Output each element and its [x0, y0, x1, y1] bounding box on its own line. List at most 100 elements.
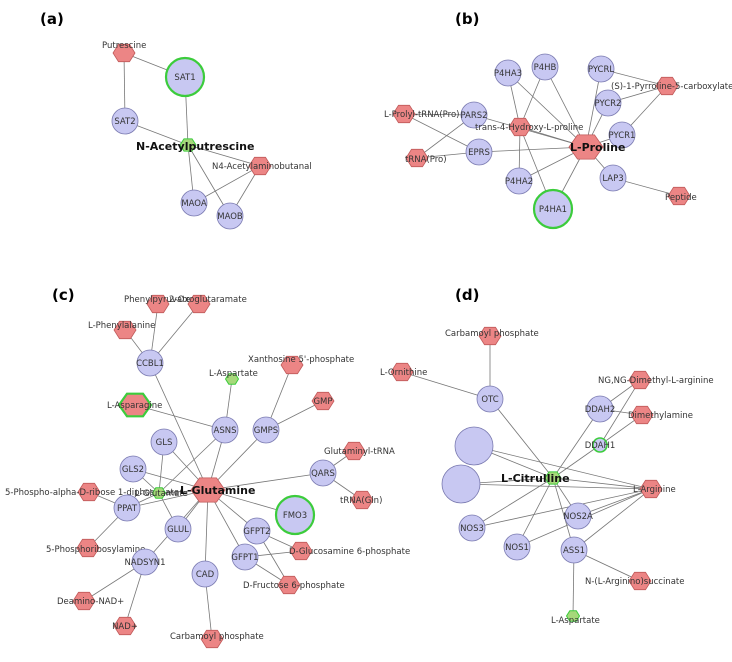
node-nacetyl[interactable]: N-Acetylputrescine — [136, 138, 254, 153]
edge-asns-lasn — [134, 404, 226, 431]
node-lasp-d[interactable]: L-Aspartate — [551, 610, 600, 626]
node-lproline[interactable]: L-Proline — [568, 134, 625, 160]
edge-lcit-larg — [552, 477, 652, 490]
node-carbp-d[interactable]: Carbamoyl phosphate — [445, 326, 539, 346]
metabolite-hexagon — [628, 370, 652, 390]
node-label: Putrescine — [102, 41, 146, 51]
node-nad[interactable]: NAD+ — [112, 616, 138, 636]
edge-prolyltrna-eprs — [403, 113, 480, 153]
node-argsucc[interactable]: N-(L-Arginino)succinate — [585, 571, 684, 591]
node-label: EPRS — [468, 148, 490, 158]
node-p4ha2[interactable]: P4HA2 — [505, 167, 533, 195]
node-nadsyn1[interactable]: NADSYN1 — [124, 548, 166, 576]
node-pyrroline[interactable]: (S)-1-Pyrroline-5-carboxylate — [611, 76, 732, 96]
node-eprs[interactable]: EPRS — [465, 138, 493, 166]
node-maoa[interactable]: MAOA — [180, 189, 208, 217]
node-ccbl1[interactable]: CCBL1 — [136, 349, 164, 377]
node-lasp[interactable]: L-Aspartate — [209, 369, 258, 385]
node-pars2[interactable]: PARS2 — [460, 101, 488, 129]
node-glntrna[interactable]: Glutaminyl-tRNA — [324, 441, 395, 461]
node-fmo3[interactable]: FMO3 — [274, 494, 316, 536]
metabolite-hexagon — [113, 320, 137, 340]
node-unl1[interactable] — [454, 426, 494, 466]
node-p4ha3[interactable]: P4HA3 — [494, 59, 522, 87]
protein-circle — [211, 416, 239, 444]
node-label: GLS2 — [122, 465, 144, 475]
node-n4[interactable]: N4-Acetylaminobutanal — [212, 156, 312, 176]
node-label: GMP — [313, 397, 332, 407]
metabolite-hexagon — [508, 117, 532, 137]
node-label: NG,NG-Dimethyl-L-arginine — [598, 376, 714, 386]
node-gmps[interactable]: GMPS — [252, 416, 280, 444]
node-lorn[interactable]: L-Ornithine — [380, 362, 427, 382]
node-trnapro[interactable]: tRNA(Pro) — [405, 148, 447, 168]
node-nos2a[interactable]: NOS2A — [563, 502, 593, 530]
metabolite-hexagon — [630, 405, 654, 425]
node-larg[interactable]: L-Arginine — [633, 479, 676, 499]
metabolite-hexagon — [112, 43, 136, 63]
node-deamnad[interactable]: Deamino-NAD+ — [57, 591, 124, 611]
node-lcit[interactable]: L-Citrulline — [501, 471, 570, 485]
edge-lgln-ccbl1 — [149, 362, 209, 491]
protein-circle — [503, 533, 531, 561]
node-gls2[interactable]: GLS2 — [119, 455, 147, 483]
node-fru6p[interactable]: D-Fructose 6-phosphate — [243, 575, 345, 595]
node-pycr1[interactable]: PYCR1 — [609, 121, 636, 149]
node-carbp-c[interactable]: Carbamoyl phosphate — [170, 629, 264, 649]
node-gls[interactable]: GLS — [150, 428, 178, 456]
node-gfpt2[interactable]: GFPT2 — [243, 517, 271, 545]
node-ddah2[interactable]: DDAH2 — [585, 395, 616, 423]
node-phepyr[interactable]: Phenylpyruvate — [124, 294, 191, 314]
node-p4hb[interactable]: P4HB — [531, 53, 559, 81]
node-qars[interactable]: QARS — [309, 459, 337, 487]
edge-larg-ass1 — [573, 488, 652, 551]
node-cad[interactable]: CAD — [191, 560, 219, 588]
metabolite-hexagon — [628, 571, 652, 591]
node-glcn6p[interactable]: D-Glucosamine 6-phosphate — [289, 541, 410, 561]
node-unl2[interactable] — [441, 464, 481, 504]
node-label: NOS1 — [505, 543, 529, 553]
node-ngng[interactable]: NG,NG-Dimethyl-L-arginine — [598, 370, 714, 390]
node-ass1[interactable]: ASS1 — [560, 536, 588, 564]
node-maob[interactable]: MAOB — [216, 202, 244, 230]
node-lglu[interactable]: L-Glutamate — [135, 487, 188, 499]
node-lasn[interactable]: L-Asparagine — [107, 392, 162, 418]
node-asns[interactable]: ASNS — [211, 416, 239, 444]
node-sat2[interactable]: SAT2 — [111, 107, 139, 135]
node-ddah1[interactable]: DDAH1 — [585, 437, 616, 453]
node-lgln[interactable]: L-Glutamine — [180, 477, 255, 503]
node-lap3[interactable]: LAP3 — [599, 164, 627, 192]
node-ppat[interactable]: PPAT — [113, 494, 141, 522]
node-pycr2[interactable]: PYCR2 — [595, 89, 622, 117]
node-otc[interactable]: OTC — [476, 385, 504, 413]
node-label: GMPS — [254, 426, 278, 436]
node-nos1[interactable]: NOS1 — [503, 533, 531, 561]
node-gmp[interactable]: GMP — [311, 391, 335, 411]
node-putrescine[interactable]: Putrescine — [102, 41, 146, 63]
node-pycrl[interactable]: PYCRL — [587, 55, 615, 83]
node-hydroxy[interactable]: trans-4-Hydroxy-L-proline — [475, 117, 583, 137]
node-xanth[interactable]: Xanthosine 5'-phosphate — [248, 355, 354, 375]
node-prpp[interactable]: 5-Phospho-alpha-D-ribose 1-diphosphate — [5, 482, 179, 502]
node-gfpt1[interactable]: GFPT1 — [231, 543, 259, 571]
node-peptide[interactable]: Peptide — [665, 186, 697, 206]
node-lphe[interactable]: L-Phenylalanine — [88, 320, 155, 340]
node-label: D-Fructose 6-phosphate — [243, 581, 345, 591]
node-sat1[interactable]: SAT1 — [164, 56, 206, 98]
panel-label: (a) — [40, 10, 64, 28]
node-oxoglut[interactable]: 2-Oxoglutaramate — [169, 294, 247, 314]
protein-circle — [441, 464, 481, 504]
node-dimeth[interactable]: Dimethylamine — [628, 405, 693, 425]
node-label: MAOA — [181, 199, 207, 209]
node-prolyltrna[interactable]: L-Prolyl-tRNA(Pro) — [384, 104, 460, 124]
node-prba[interactable]: 5-Phosphoribosylamine — [46, 538, 145, 558]
node-nos3[interactable]: NOS3 — [458, 514, 486, 542]
node-label: MAOB — [217, 212, 243, 222]
node-glul[interactable]: GLUL — [164, 515, 192, 543]
protein-circle — [564, 502, 592, 530]
protein-circle — [586, 395, 614, 423]
node-label: SAT1 — [174, 73, 195, 83]
node-p4ha1[interactable]: P4HA1 — [532, 188, 574, 230]
node-trnagln[interactable]: tRNA(Gln) — [340, 490, 382, 510]
node-label: tRNA(Pro) — [405, 155, 447, 165]
